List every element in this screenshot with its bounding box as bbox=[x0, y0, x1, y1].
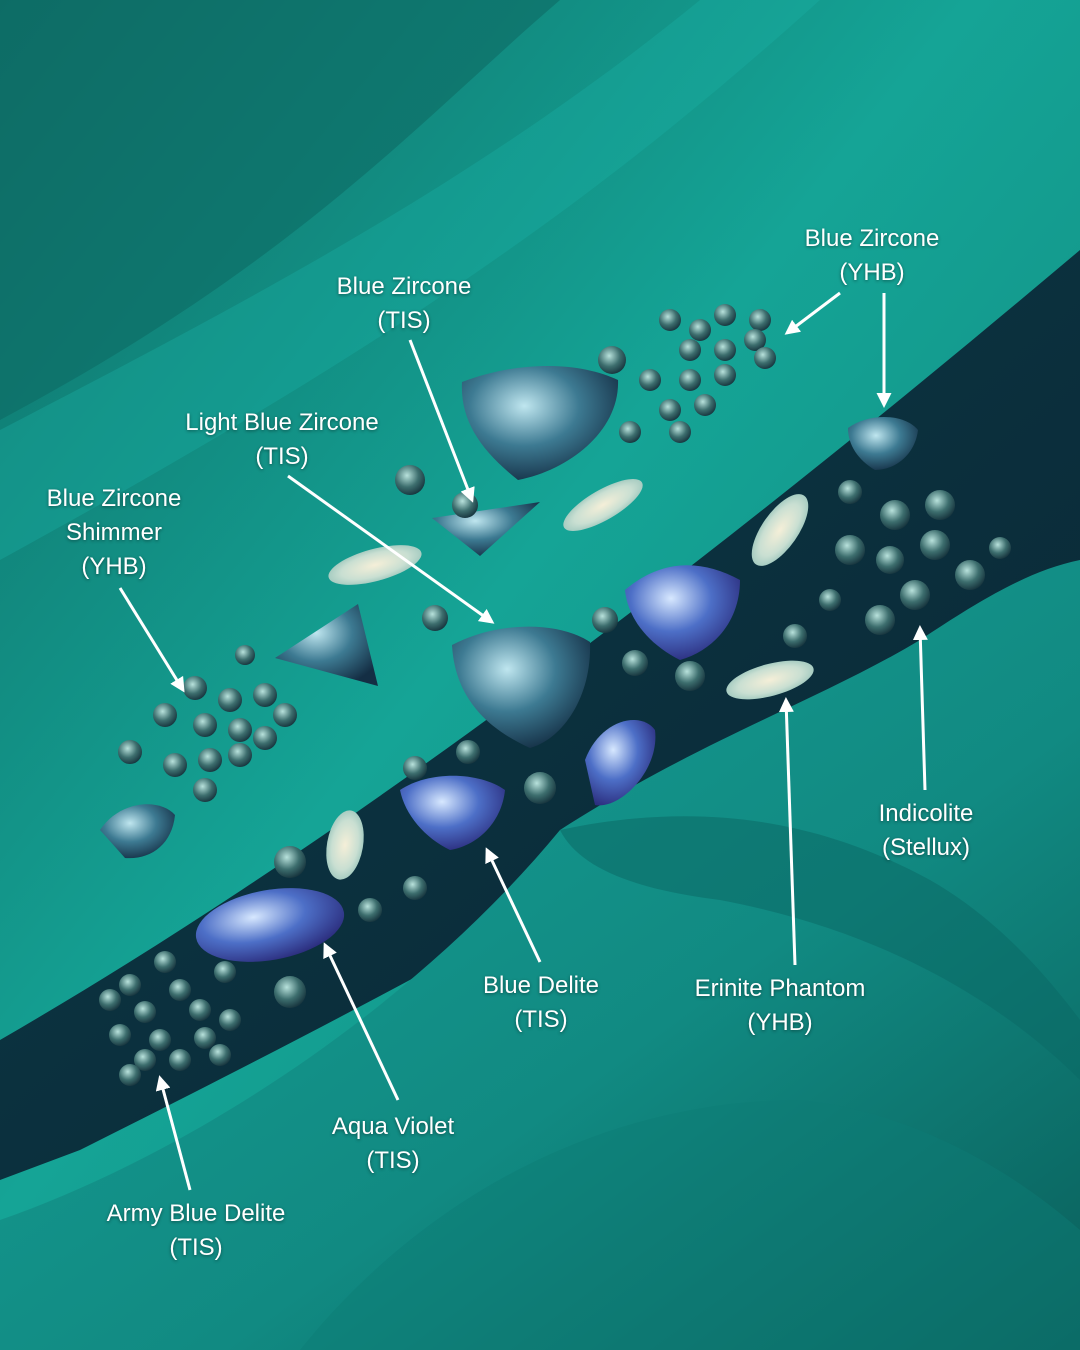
trillion-gem bbox=[461, 366, 619, 480]
label-name: Light Blue Zircone bbox=[185, 409, 379, 436]
label-name: Blue Zircone bbox=[336, 273, 472, 300]
label-supplier: (TIS) bbox=[377, 307, 431, 334]
trillion-gem bbox=[400, 775, 505, 850]
callout-arrows bbox=[118, 291, 928, 1191]
label-name: Blue Delite bbox=[482, 972, 600, 999]
label-name: Indicolite bbox=[878, 800, 974, 827]
label-name: Army Blue Delite bbox=[106, 1200, 286, 1227]
arrow-blue-zircone-yhb-left bbox=[784, 291, 841, 335]
navette-gem bbox=[726, 660, 814, 700]
label-supplier: (TIS) bbox=[514, 1006, 568, 1033]
chiffon-fold bbox=[0, 0, 820, 560]
label-blue-delite-tis: Blue Delite (TIS) bbox=[483, 969, 599, 1037]
label-name: Aqua Violet bbox=[331, 1113, 455, 1140]
label-supplier: (TIS) bbox=[255, 443, 309, 470]
arrow-light-blue-zircone-tis bbox=[287, 474, 495, 624]
arrow-erinite-phantom bbox=[778, 697, 797, 966]
arrow-army-blue-delite bbox=[155, 1075, 192, 1191]
label-blue-zircone-yhb: Blue Zircone (YHB) bbox=[805, 222, 940, 290]
navette-gem bbox=[751, 494, 809, 566]
arrow-indicolite bbox=[912, 625, 928, 791]
label-blue-zircone-tis: Blue Zircone (TIS) bbox=[337, 270, 472, 338]
arrow-blue-zircone-shimmer bbox=[118, 587, 185, 693]
navette-gem bbox=[326, 810, 364, 880]
pear-gem bbox=[585, 720, 656, 806]
navette-gem bbox=[563, 479, 643, 531]
label-name: Erinite Phantom bbox=[694, 975, 866, 1002]
velvet-fabric bbox=[0, 560, 1080, 1350]
pear-gem bbox=[195, 888, 345, 962]
label-light-blue-zircone-tis: Light Blue Zircone (TIS) bbox=[185, 406, 378, 474]
trillion-gem bbox=[625, 565, 740, 660]
label-supplier: (YHB) bbox=[839, 259, 905, 286]
velvet-fold bbox=[300, 1100, 1080, 1350]
velvet-fold bbox=[560, 816, 1080, 1080]
label-aqua-violet-tis: Aqua Violet (TIS) bbox=[332, 1110, 454, 1178]
label-supplier: (Stellux) bbox=[881, 834, 971, 861]
label-supplier: (YHB) bbox=[81, 553, 147, 580]
triangle-gem bbox=[275, 604, 378, 686]
label-name: Blue Zircone Shimmer bbox=[46, 485, 182, 546]
label-supplier: (TIS) bbox=[366, 1147, 420, 1174]
label-supplier: (TIS) bbox=[169, 1234, 223, 1261]
chiffon-fold bbox=[0, 0, 560, 420]
trillion-gem bbox=[848, 416, 918, 470]
trillion-gem bbox=[452, 626, 591, 748]
arrow-blue-zircone-tis bbox=[408, 339, 475, 503]
label-erinite-phantom-yhb: Erinite Phantom (YHB) bbox=[695, 972, 866, 1040]
arrow-aqua-violet bbox=[323, 942, 400, 1101]
label-supplier: (YHB) bbox=[747, 1009, 813, 1036]
flatback-stones bbox=[99, 304, 1011, 1086]
label-name: Blue Zircone bbox=[804, 225, 940, 252]
label-army-blue-delite-tis: Army Blue Delite (TIS) bbox=[107, 1197, 286, 1265]
label-blue-zircone-shimmer-yhb: Blue Zircone Shimmer (YHB) bbox=[29, 482, 199, 584]
trillion-gem bbox=[100, 804, 175, 859]
label-indicolite-stellux: Indicolite (Stellux) bbox=[879, 797, 974, 865]
arrow-blue-delite bbox=[485, 847, 542, 963]
